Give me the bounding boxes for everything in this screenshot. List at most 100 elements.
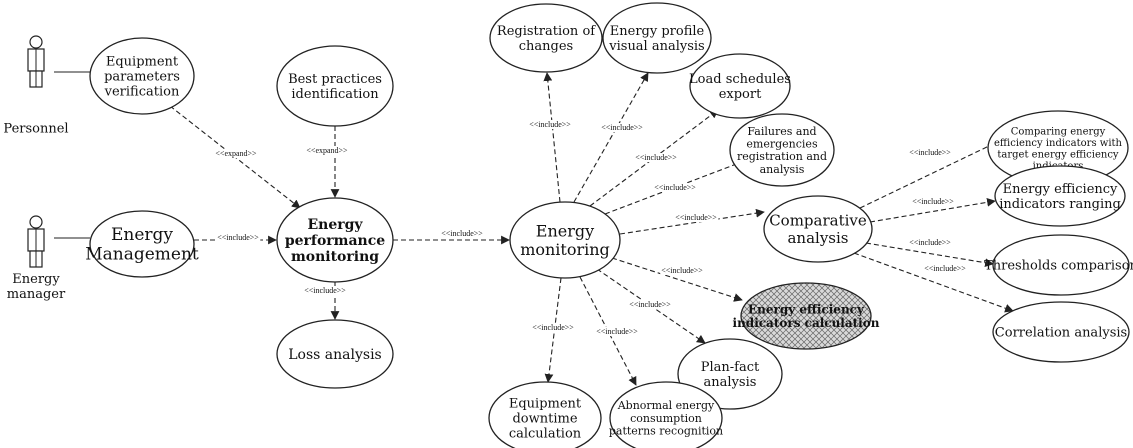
relation-label-bg (216, 233, 261, 242)
usecase-thresholds: Thresholds comparison (984, 234, 1133, 296)
actor-head-icon (29, 215, 43, 229)
relation-label: <<include>> (304, 286, 346, 295)
relation-label: <<include>> (909, 148, 951, 157)
relation-label: <<include>> (635, 153, 677, 162)
usecase-ellipse (276, 197, 394, 283)
relation-label: <<include>> (601, 123, 643, 132)
usecase-ellipse (740, 282, 872, 350)
usecase-ellipse (992, 301, 1130, 363)
relation-label-bg (600, 123, 645, 132)
usecase-label: Thresholds comparison (984, 259, 1133, 274)
relation-label: <<include>> (532, 323, 574, 332)
relation-label: <<expand>> (215, 149, 257, 158)
actor-head-icon (29, 35, 43, 49)
relation-label-bg (531, 323, 576, 332)
usecase-ellipse (489, 3, 603, 73)
usecase-ellipse (689, 53, 791, 119)
relation-label-bg (908, 238, 953, 247)
relation-comparative-ranging (869, 197, 996, 223)
relation-label: <<include>> (529, 120, 571, 129)
usecase-ellipse (89, 37, 195, 115)
relation-comparative-correlation (853, 252, 1014, 313)
usecase-ellipse (729, 113, 835, 187)
usecase-ellipse (994, 165, 1126, 227)
relation-monitoring-eff_calc (611, 257, 743, 302)
relation-monitoring-profile (573, 72, 649, 203)
actor-label: Personnel (3, 122, 68, 137)
usecase-label: Correlation analysis (995, 326, 1127, 341)
relation-label-bg (908, 148, 953, 157)
usecase-ellipse (602, 2, 712, 74)
usecase-ellipse (276, 45, 394, 127)
relation-label-bg (528, 120, 573, 129)
usecase-correlation: Correlation analysis (992, 301, 1130, 363)
relation-label: <<include>> (661, 266, 703, 275)
relation-monitoring-registration (543, 72, 561, 203)
relation-label: <<include>> (909, 238, 951, 247)
usecase-label: Loss analysis (288, 347, 382, 363)
usecase-ellipse (763, 195, 873, 263)
relation-label-bg (305, 146, 350, 155)
relation-label-bg (628, 300, 673, 309)
relation-label-bg (674, 213, 719, 222)
relation-label: <<include>> (912, 197, 954, 206)
relation-label-bg (660, 266, 705, 275)
usecase-ellipse (509, 201, 621, 279)
relation-label: <<include>> (217, 233, 259, 242)
relation-monitoring-comparative (619, 208, 765, 235)
relation-label: <<include>> (924, 264, 966, 273)
relation-label-bg (440, 229, 485, 238)
relation-label-bg (911, 197, 956, 206)
relation-label: <<include>> (441, 229, 483, 238)
relation-label-bg (634, 153, 679, 162)
relation-label: <<include>> (675, 213, 717, 222)
relation-label: <<expand>> (306, 146, 348, 155)
relation-comparative-thresholds (865, 242, 994, 268)
relation-label-bg (214, 149, 259, 158)
usecase-ellipse (488, 381, 602, 448)
usecase-loss: Loss analysis (276, 319, 394, 389)
usecase-ellipse (89, 210, 195, 278)
usecase-ellipse (609, 381, 723, 448)
relation-label-bg (923, 264, 968, 273)
relation-label: <<include>> (654, 183, 696, 192)
usecase-ellipse (276, 319, 394, 389)
relation-label: <<include>> (629, 300, 671, 309)
relation-label: <<include>> (596, 327, 638, 336)
relation-label-bg (595, 327, 640, 336)
usecase-ellipse (992, 234, 1130, 296)
relation-label-bg (303, 286, 348, 295)
actor-personnel: Personnel (3, 35, 69, 137)
